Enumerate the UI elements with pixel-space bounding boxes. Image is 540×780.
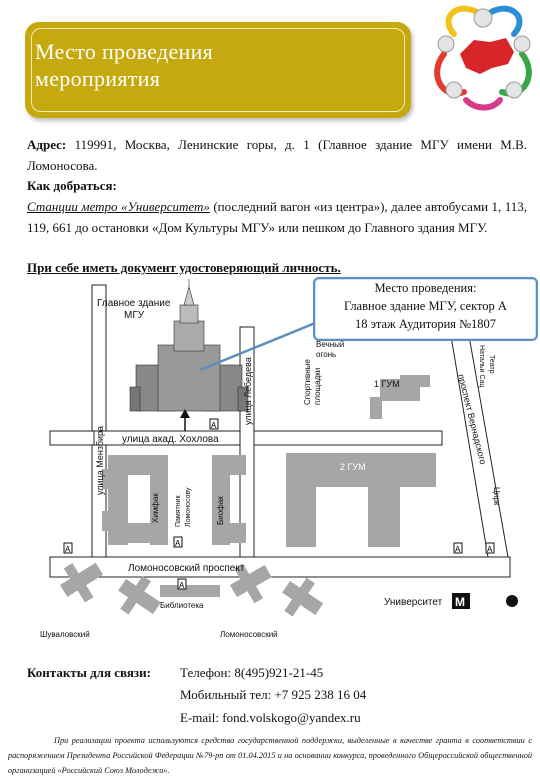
bus-stop-1: А [65,545,71,554]
lomonosov-avenue-shape [49,556,511,578]
directions-paragraph: Станции метро «Университет» (последний в… [27,197,527,238]
callout-line2: Главное здание МГУ, сектор А [344,299,507,313]
building-biofak-bottom [226,523,246,543]
location-map: Главное здание МГУ Вечный огонь Спортивн… [40,279,518,639]
label-lomonosov-building: Ломоносовский [220,630,278,639]
directions-text: (последний вагон «из центра»), далее авт… [27,199,527,235]
title-banner-border [31,28,405,112]
building-gum1-top [400,375,430,387]
label-lomonosov-avenue: Ломоносовский проспект [128,563,245,574]
main-building-drawing [129,279,249,412]
grant-footer-text: При реализации проекта используются сред… [8,736,532,775]
label-lomonosov-monument-1: Памятник [175,494,182,527]
building-west-3 [102,511,120,531]
address-label: Адрес: [27,137,67,152]
contact-mobile: Мобильный тел: +7 925 238 16 04 [180,687,367,702]
label-gum1: 1 ГУМ [374,379,400,389]
callout-line3: 18 этаж Аудитория №1807 [354,317,497,331]
directions-label: Как добраться: [27,178,117,193]
address-text: 119991, Москва, Ленинские горы, д. 1 (Гл… [27,137,527,173]
grant-footer: При реализации проекта используются сред… [8,733,532,778]
entrance-arrow [180,409,190,431]
label-theater-2: Натальи Сац [478,345,485,387]
building-gum2-left [286,487,316,547]
label-university: Университет [384,597,443,608]
title-banner: Место проведения мероприятия [25,22,411,118]
bus-stops: А А А А А А [63,418,495,590]
label-khokhlova: улица акад. Хохлова [122,434,219,445]
metro-sign-letter: М [455,595,465,609]
callout-pointer [199,315,331,372]
contact-email[interactable]: E-mail: fond.volskogo@yandex.ru [180,710,361,725]
bus-stop-6: А [487,545,493,554]
label-main-building-2: МГУ [124,310,145,321]
contact-phone: Телефон: 8(495)921-21-45 [180,665,324,680]
metro-sign-circle [506,595,518,607]
building-gum1-ext [370,397,382,419]
label-library: Библиотека [160,601,204,610]
label-main-building-1: Главное здание [97,298,171,309]
directions-label-line: Как добраться: [27,176,527,197]
document-note: При себе иметь документ удостоверяющий л… [27,260,341,275]
contacts-label: Контакты для связи: [27,665,151,680]
street-khokhlova-west-shape [49,430,95,446]
metro-sign: М [452,593,518,609]
building-biofak-top [226,455,246,475]
label-sports-1: Спортивные [303,359,312,405]
document-note-line: При себе иметь документ удостоверяющий л… [27,258,527,279]
page-title-line2: мероприятия [35,66,161,91]
label-himfak: Химфак [151,493,160,523]
streets [49,284,511,578]
label-eternal-flame-1: Вечный [316,340,344,349]
label-eternal-flame-2: огонь [316,350,336,359]
label-biofak: Биофак [216,496,225,525]
page-title-line1: Место проведения [35,39,214,64]
building-himfak [150,455,168,545]
label-menzbira: улица Мензбира [95,426,105,495]
building-himfak-top [128,455,150,475]
building-west-1 [108,455,128,545]
bus-stop-3: А [179,581,185,590]
label-lomonosov-monument-2: Ломоносову [185,487,192,527]
building-himfak-bottom [128,523,150,543]
buildings [60,375,436,617]
bus-stop-4: А [211,421,217,430]
building-library [160,585,220,597]
label-gum2: 2 ГУМ [340,462,366,472]
page-title: Место проведения мероприятия [35,38,365,92]
bus-stop-2: А [175,539,181,548]
building-gum2-top [286,453,436,487]
bus-stop-5: А [455,545,461,554]
label-sports-2: площадки [313,368,322,405]
organization-logo [434,5,532,111]
address-paragraph: Адрес: 119991, Москва, Ленинские горы, д… [27,135,527,176]
label-circus: Цирк [492,487,501,506]
building-gum2-right [368,487,400,547]
venue-callout: Место проведения: Главное здание МГУ, се… [313,277,538,341]
metro-station-link: Станции метро «Университет» [27,199,210,214]
label-lebedeva: улица Лебедева [243,357,253,425]
building-west-2 [102,469,120,489]
label-shuvalov: Шуваловский [40,630,90,639]
building-biofak [212,455,230,545]
callout-line1: Место проведения: [374,281,477,295]
label-theater-1: Театр [488,355,495,374]
